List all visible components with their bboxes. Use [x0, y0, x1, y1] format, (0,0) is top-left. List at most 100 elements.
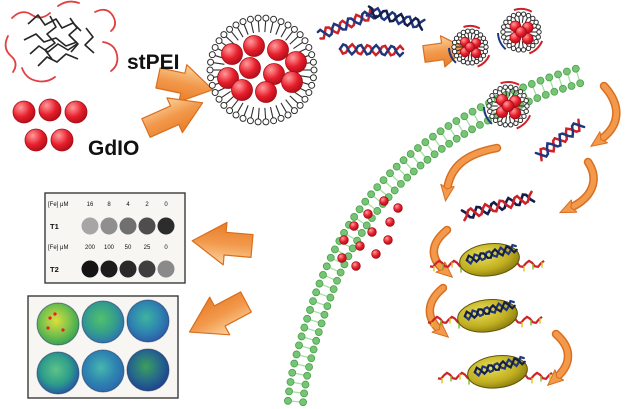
mri-spot [138, 217, 156, 235]
mri-spot [81, 217, 99, 235]
mri-row1-weighting: T1 [50, 222, 59, 231]
sirna-duplex [460, 190, 536, 222]
cell-spot-speckle [48, 316, 52, 320]
mri-row1-value: 0 [164, 202, 168, 208]
cell-membrane [284, 64, 585, 407]
mri-spot [138, 260, 156, 278]
cell-imaging-spots [36, 299, 170, 395]
released-gdio-dot [379, 196, 389, 206]
curved-arrow [427, 285, 443, 330]
cell-spot-speckle [46, 326, 50, 330]
released-gdio-dot [363, 209, 373, 219]
mri-row2-value: 200 [85, 245, 96, 251]
gdio-sphere [267, 39, 289, 61]
mri-spot [157, 217, 175, 235]
gdio-sphere [50, 128, 74, 152]
curved-arrow [600, 83, 620, 140]
gdio-sphere [263, 63, 285, 85]
block-arrow [191, 221, 254, 266]
gdio-sphere [285, 51, 307, 73]
cell-imaging-panel [27, 295, 179, 399]
released-gdio-dot [371, 249, 381, 259]
sirna-duplex [534, 118, 586, 162]
released-gdio-dot [355, 241, 365, 251]
released-gdio-dot [385, 217, 395, 227]
released-gdio-dot [349, 221, 359, 231]
sirna-duplex [465, 243, 518, 266]
gdio-sphere [239, 57, 261, 79]
curved-arrow [447, 145, 500, 190]
mri-panel: [Fe] μM 16 8 4 2 0 T1 [Fe] μM 200 100 50… [44, 192, 186, 284]
risc-complex [437, 354, 553, 389]
mri-spot [100, 217, 118, 235]
sirna-duplex [473, 355, 526, 378]
gdio-sphere [281, 71, 303, 93]
process-arrows [141, 35, 467, 336]
sirna-duplex [365, 5, 426, 31]
cell-spot [126, 348, 170, 392]
cell-spot [36, 351, 80, 395]
released-gdio-dot [351, 261, 361, 271]
block-arrow [141, 97, 204, 138]
polymer-sketch [4, 0, 119, 83]
cell-spot-speckle [53, 312, 57, 316]
gdio-sphere [255, 81, 277, 103]
rna-protein-complexes [427, 190, 553, 389]
mri-row2-value: 25 [144, 245, 151, 251]
mri-row2-value: 100 [104, 245, 115, 251]
sirna-micelle [497, 7, 544, 55]
sirna-micelle [483, 81, 532, 130]
sirna-duplex [338, 42, 405, 58]
gdio-sphere [24, 128, 48, 152]
gdio-sphere [243, 35, 265, 57]
risc-complex [429, 242, 545, 277]
released-gdio-dot [393, 203, 403, 213]
released-gdio-dot [339, 235, 349, 245]
pathway-arrows [425, 81, 621, 378]
mri-spot [100, 260, 118, 278]
released-nanoparticles [337, 196, 403, 271]
gdio-sphere [217, 67, 239, 89]
gdio-sphere [221, 43, 243, 65]
polymer-label: stPEI [127, 51, 180, 74]
sirna-duplex [463, 299, 516, 322]
large-micelle [206, 14, 318, 126]
nanoparticle-label: GdIO [88, 137, 139, 160]
block-arrow [188, 291, 252, 336]
cell-spot [126, 299, 170, 343]
gdio-sphere [64, 100, 88, 124]
mri-row1-value: 2 [145, 202, 149, 208]
curved-arrow [431, 227, 447, 270]
sirna-strands [316, 5, 586, 162]
cell-spot [36, 302, 80, 346]
mri-phantom-spots [81, 217, 175, 278]
released-gdio-dot [337, 253, 347, 263]
curved-arrow [556, 331, 571, 378]
released-gdio-dot [383, 235, 393, 245]
gdio-sphere [501, 99, 515, 113]
mri-spot [119, 217, 137, 235]
mri-spot [157, 260, 175, 278]
mri-row2-conc-label: [Fe] μM [48, 245, 68, 251]
gdio-sphere [231, 79, 253, 101]
mri-row1-value: 8 [107, 202, 111, 208]
mri-row1-conc-label: [Fe] μM [48, 202, 68, 208]
sirna-micelle [448, 24, 491, 68]
curved-arrow [570, 159, 597, 208]
gdio-sphere [12, 100, 36, 124]
mri-row2-value: 50 [125, 245, 132, 251]
mri-row1-value: 16 [87, 202, 94, 208]
mri-row1-value: 4 [126, 202, 130, 208]
gdio-sphere [464, 41, 476, 53]
gdio-nanoparticle-cluster [12, 98, 88, 152]
sirna-duplex [316, 8, 378, 40]
released-gdio-dot [367, 227, 377, 237]
cell-spot [81, 300, 125, 344]
cell-spot-speckle [61, 328, 65, 332]
risc-complex [427, 298, 543, 333]
cell-spot [81, 349, 125, 393]
mri-row2-value: 0 [164, 245, 168, 251]
mri-spot [81, 260, 99, 278]
